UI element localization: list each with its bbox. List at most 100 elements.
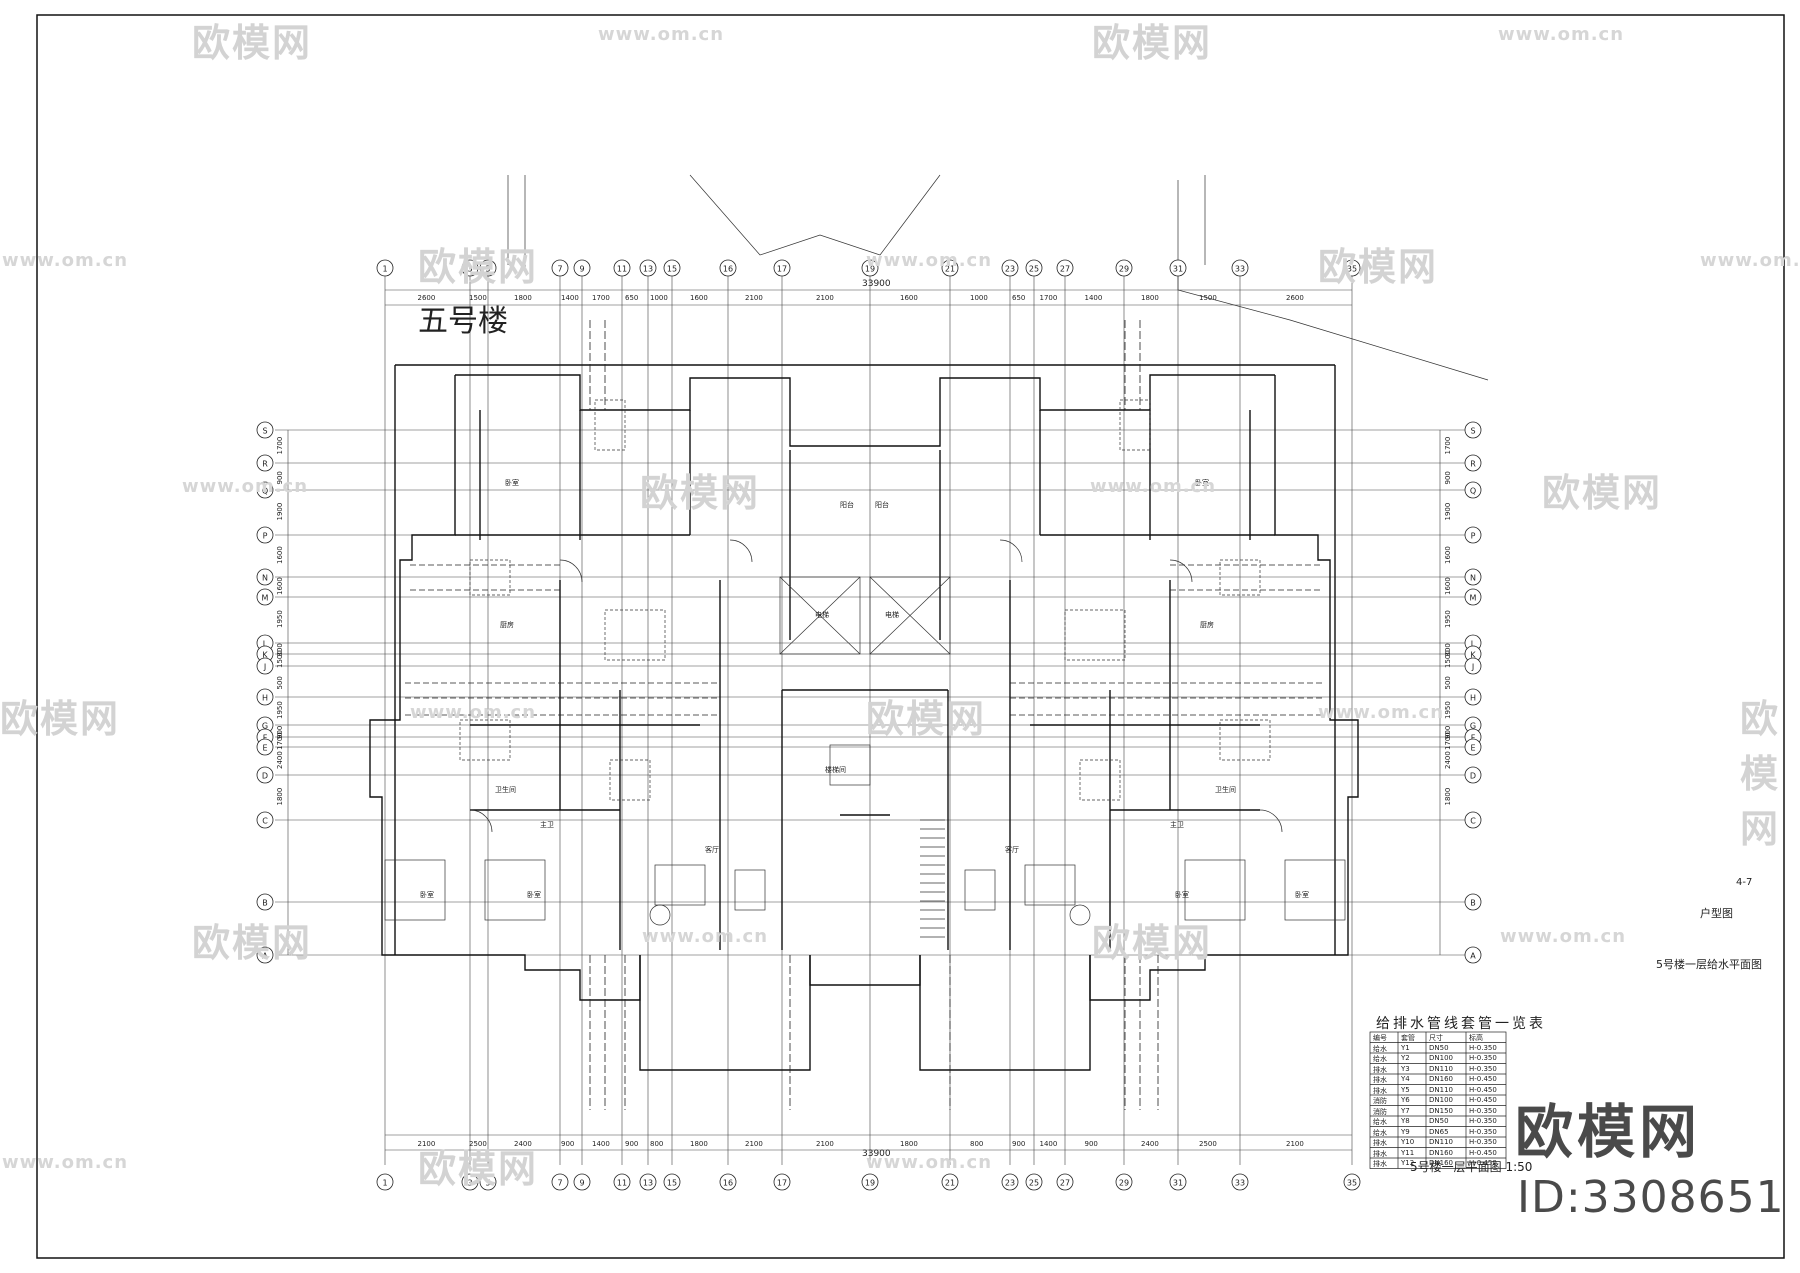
axis-bubble [1001,259,1019,277]
dimension-top: 1700 [1040,294,1058,302]
axis-bubble-label: B [262,899,268,908]
door-swing [999,539,1023,563]
axis-bubble-label: K [1470,651,1476,660]
building-name: 五号楼 [418,304,508,339]
axis-bubble-label: P [1471,532,1476,541]
axis-bubble [1464,526,1482,544]
dimension-right: 300 [1444,643,1452,656]
axis-bubble [1464,738,1482,756]
axis-bubble [376,1173,394,1191]
axis-bubble [256,568,274,586]
dimension-bottom: 800 [970,1140,983,1148]
table-cell: Y8 [1401,1117,1410,1125]
dimension-right: 1500 [1444,650,1452,668]
dimension-right: 900 [1444,471,1452,484]
axis-bubble-label: A [1470,952,1476,961]
axis-bubble-label: D [262,772,268,781]
axis-bubble [773,259,791,277]
fixture-zone [1219,719,1271,761]
side-note: 户型图 [1700,907,1733,920]
plan-title: 5号楼一层给水平面图 [1656,958,1762,971]
axis-bubble-label: 21 [945,265,955,274]
table-border [1369,1031,1507,1169]
axis-bubble [941,259,959,277]
table-cell: H-0.350 [1469,1064,1497,1073]
axis-bubble [1001,1173,1019,1191]
table-cell: 排水 [1373,1160,1387,1168]
watermark-brand: 欧模网 [192,21,313,65]
elevator-shaft [869,576,951,655]
axis-bubble [1464,893,1482,911]
door-swing [1169,559,1193,583]
table-cell: DN100 [1429,1054,1453,1062]
wall-outline [639,955,811,1071]
dimension-bottom: 1400 [1040,1140,1058,1148]
dimension-top: 1500 [469,294,487,302]
watermark-brand: 欧模网 [1542,471,1663,515]
axis-bubble [1464,946,1482,964]
dimension-left: 300 [276,643,284,656]
axis-bubble-label: J [263,663,266,672]
table-cell: H-0.350 [1469,1106,1497,1115]
axis-bubble-label: 15 [667,1179,677,1188]
table-cell: H-0.450 [1469,1085,1497,1094]
fixture-zone [1064,609,1126,661]
axis-bubble-label: 7 [557,1179,562,1188]
dimension-right: 1950 [1444,701,1452,719]
table-cell: H-0.450 [1469,1075,1497,1083]
dimension-top: 1800 [1141,294,1159,302]
table-cell: 给水 [1373,1055,1387,1063]
axis-bubble-label: 35 [1347,1179,1357,1188]
axis-bubble [479,259,497,277]
table-cell: DN100 [1429,1096,1453,1104]
table-cell: DN65 [1429,1127,1449,1136]
round-table [649,904,671,926]
table-cell: 给水 [1373,1128,1387,1137]
table-cell: H-0.350 [1469,1043,1497,1052]
dimension-bottom: 2100 [816,1140,834,1148]
table-cell: 排水 [1373,1086,1387,1095]
watermark-brand: 欧模网 [866,697,987,741]
axis-bubble [1464,657,1482,675]
axis-bubble [663,259,681,277]
axis-bubble-label: B [1470,899,1476,908]
axis-bubble-label: Q [1470,487,1476,496]
axis-bubble [1025,1173,1043,1191]
axis-bubble [861,259,879,277]
dimension-left: 2400 [276,751,284,769]
axis-bubble [1115,259,1133,277]
table-cell: H-0.350 [1469,1054,1497,1062]
dimension-top: 650 [625,294,638,302]
axis-bubble [663,1173,681,1191]
axis-bubble [1231,259,1249,277]
table-cell: Y4 [1401,1075,1410,1083]
axis-bubble-label: G [1470,722,1476,731]
axis-bubble-label: R [1470,460,1476,469]
watermark-brand: 欧模网 [1092,921,1213,965]
elevator-cross [779,576,861,655]
dimension-bottom: 900 [625,1140,638,1148]
table-cell: H-0.450 [1469,1159,1497,1167]
axis-bubble [1464,421,1482,439]
axis-bubble [639,1173,657,1191]
axis-bubble [773,1173,791,1191]
axis-bubble-label: K [262,651,268,660]
watermark-brand: 欧模网 [418,1147,539,1191]
wall-outline [919,955,1091,1071]
axis-bubble [861,1173,879,1191]
axis-bubble [551,1173,569,1191]
table-cell: Y12 [1401,1159,1415,1167]
wall-outline [1089,375,1359,1001]
axis-bubble [613,259,631,277]
axis-bubble [613,1173,631,1191]
axis-bubble [256,481,274,499]
room-details [384,174,1489,938]
watermark-brand: 欧模网 [192,921,313,965]
axis-bubble [1056,259,1074,277]
axis-bubble [256,811,274,829]
axis-bubble-label: 5 [485,1179,490,1188]
table-cell: 消防 [1373,1097,1387,1105]
axis-bubble [941,1173,959,1191]
table-cell: H-0.350 [1469,1117,1497,1125]
axis-bubble-label: F [1471,734,1476,743]
